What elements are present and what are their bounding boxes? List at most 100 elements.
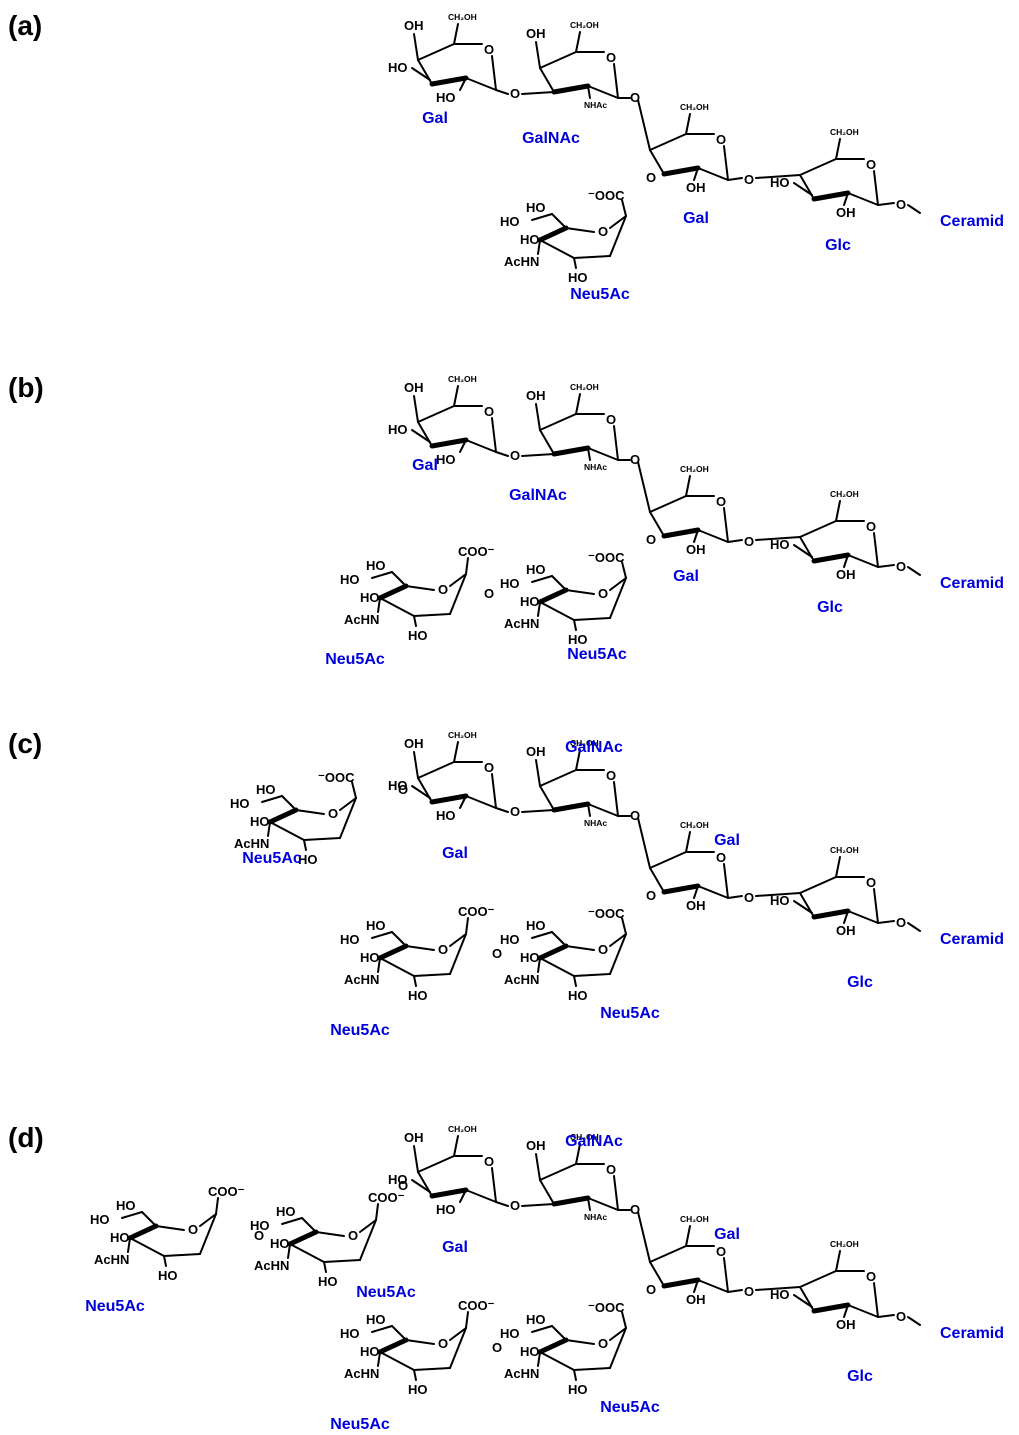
bond-line: [377, 1351, 381, 1367]
hydroxyl-group: HO: [520, 594, 540, 609]
carboxylate-group: COO⁻: [368, 1190, 405, 1205]
panel-label: (b): [8, 372, 44, 403]
achn-group: AcHN: [504, 1366, 539, 1381]
bond-line: [531, 931, 553, 939]
bond-line: [873, 1282, 879, 1318]
residue-label: Gal: [442, 1239, 468, 1256]
bond-line: [199, 1213, 217, 1255]
glycosidic-oxygen: O: [510, 804, 520, 819]
ch2oh-group: CH₂OH: [570, 20, 599, 30]
bond-line: [609, 933, 627, 947]
hydroxyl-group: OH: [526, 26, 546, 41]
bond-line: [609, 1327, 627, 1341]
bond-line: [537, 1337, 569, 1355]
bond-line: [413, 613, 451, 617]
bond-line: [693, 885, 699, 899]
bond-line: [843, 1304, 849, 1318]
hydroxyl-group: HO: [770, 893, 790, 908]
bond-line: [621, 1311, 627, 1329]
bond-line: [661, 165, 701, 177]
hydroxyl-group: HO: [366, 918, 386, 933]
bond-line: [521, 453, 555, 457]
hydroxyl-group: HO: [520, 1344, 540, 1359]
hydroxyl-group: HO: [298, 852, 318, 867]
bond-line: [835, 1250, 841, 1272]
hydroxyl-group: OH: [686, 542, 706, 557]
hydroxyl-group: HO: [500, 214, 520, 229]
glycosidic-oxygen: O: [630, 1202, 640, 1217]
glycosidic-oxygen: O: [510, 448, 520, 463]
bond-line: [575, 1143, 581, 1165]
bond-line: [609, 215, 627, 229]
hydroxyl-group: HO: [230, 796, 250, 811]
residue-label: Neu5Ac: [330, 1416, 390, 1433]
residue-label: GalNAc: [565, 1133, 623, 1150]
bond-line: [661, 1277, 701, 1289]
bond-line: [649, 851, 687, 869]
carboxylate-group: COO⁻: [458, 1298, 495, 1313]
bond-line: [723, 507, 729, 543]
residue-label: GalNAc: [509, 487, 567, 504]
hydroxyl-group: HO: [408, 1382, 428, 1397]
bond-line: [465, 917, 469, 935]
bond-line: [379, 1351, 415, 1371]
ch2oh-group: CH₂OH: [570, 382, 599, 392]
achn-group: AcHN: [344, 1366, 379, 1381]
bond-line: [199, 1213, 217, 1227]
bond-line: [799, 1270, 837, 1288]
bond-line: [155, 1225, 185, 1231]
bond-line: [449, 933, 467, 947]
glycosidic-oxygen: O: [630, 452, 640, 467]
glycosidic-oxygen: O: [896, 915, 906, 930]
bond-line: [551, 1325, 567, 1341]
bond-line: [453, 385, 459, 407]
ring-oxygen: O: [606, 1162, 616, 1177]
hydroxyl-group: HO: [500, 932, 520, 947]
bond-line: [429, 793, 469, 805]
bond-line: [685, 1225, 691, 1247]
bond-line: [873, 888, 879, 924]
bond-line: [377, 943, 409, 961]
bond-line: [491, 1167, 497, 1203]
residue-label: Neu5Ac: [570, 286, 630, 303]
hydroxyl-group: OH: [836, 1317, 856, 1332]
ring-oxygen: O: [606, 768, 616, 783]
bond-line: [429, 1187, 469, 1199]
bond-line: [649, 495, 687, 513]
bond-line: [613, 63, 619, 99]
bond-line: [609, 1327, 627, 1369]
bond-line: [539, 1163, 577, 1181]
bond-line: [621, 561, 627, 579]
achn-group: AcHN: [254, 1258, 289, 1273]
glycosidic-oxygen: O: [744, 172, 754, 187]
ring-oxygen: O: [438, 582, 448, 597]
hydroxyl-group: OH: [526, 744, 546, 759]
bond-line: [835, 856, 841, 878]
bond-line: [685, 113, 691, 135]
bond-line: [495, 807, 509, 813]
bond-line: [301, 1217, 317, 1233]
glycosidic-oxygen: O: [896, 1309, 906, 1324]
bond-line: [417, 405, 455, 423]
achn-group: AcHN: [504, 616, 539, 631]
bond-line: [323, 1259, 361, 1263]
bond-line: [539, 601, 575, 621]
bond-line: [391, 931, 407, 947]
nhac-group: NHAc: [584, 462, 607, 472]
bond-line: [495, 451, 509, 457]
bond-line: [465, 1189, 497, 1203]
ring-oxygen: O: [866, 875, 876, 890]
bond-line: [799, 876, 837, 894]
hydroxyl-group: HO: [388, 1172, 408, 1187]
bond-line: [587, 1197, 591, 1211]
hydroxyl-group: HO: [568, 1382, 588, 1397]
bond-line: [835, 500, 841, 522]
achn-group: AcHN: [504, 254, 539, 269]
bond-line: [755, 1286, 801, 1291]
bond-line: [847, 1304, 879, 1318]
residue-label: Neu5Ac: [242, 850, 302, 867]
bond-line: [793, 544, 813, 558]
hydroxyl-group: HO: [526, 200, 546, 215]
bond-line: [535, 1153, 541, 1181]
